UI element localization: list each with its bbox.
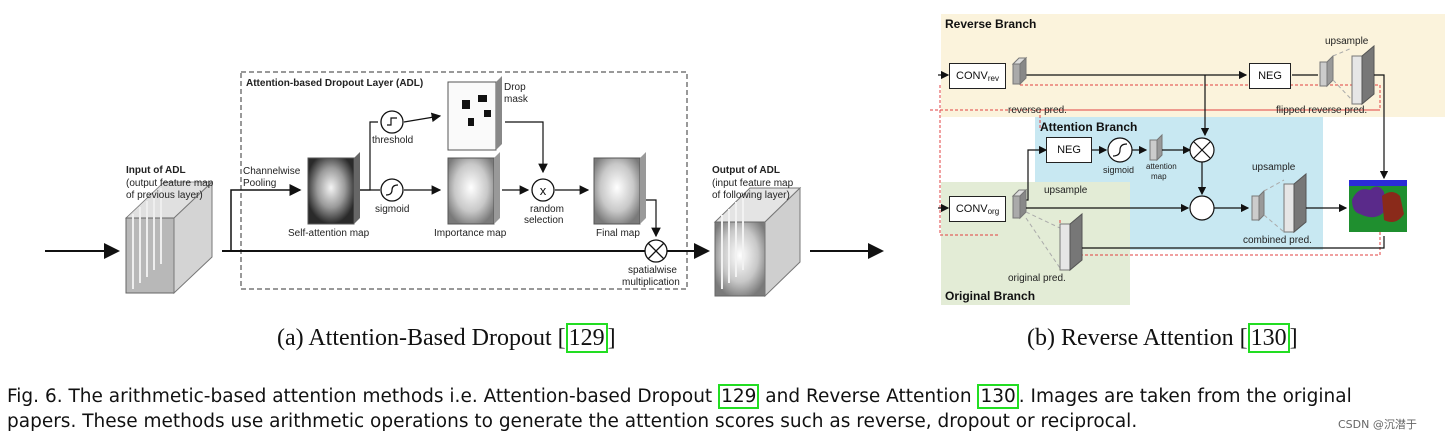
original-branch-title: Original Branch [945, 289, 1036, 303]
multiplication-label: multiplication [622, 277, 680, 288]
reverse-branch-title: Reverse Branch [945, 17, 1037, 31]
threshold-op-icon [380, 110, 404, 134]
add-op-icon [1189, 195, 1215, 221]
figure-a-diagram: x [45, 71, 884, 298]
threshold-label: threshold [372, 135, 414, 146]
sigmoid-b-label: sigmoid [1103, 165, 1135, 175]
neg-mid-box: NEG [1046, 137, 1092, 163]
drop-mask-label-1: Drop [504, 82, 526, 93]
sigmoid-label: sigmoid [375, 204, 410, 215]
upsample-right-label: upsample [1252, 162, 1296, 173]
pooling-label: Pooling [243, 178, 277, 189]
citation-129[interactable]: 129 [718, 384, 760, 409]
channelwise-label: Channelwise [243, 166, 301, 177]
upsample-mid-label: upsample [1044, 185, 1088, 196]
self-attention-map-label: Self-attention map [288, 228, 370, 239]
selection-label: selection [524, 215, 564, 226]
flipped-reverse-pred-label: flipped reverse pred. [1276, 105, 1368, 116]
final-map-image [593, 157, 641, 225]
upsample-top-label: upsample [1325, 36, 1369, 47]
drop-mask-label-2: mask [504, 94, 528, 105]
watermark: CSDN @沉潜于 [1338, 418, 1417, 431]
attention-branch-title: Attention Branch [1040, 120, 1138, 134]
input-desc-2: of previous layer) [126, 190, 203, 201]
svg-text:x: x [540, 183, 547, 198]
pooling-arrow [230, 184, 302, 251]
output-desc-1: (input feature map [712, 178, 794, 189]
neg-top-box: NEG [1249, 63, 1291, 89]
figure-caption-line-1: Fig. 6. The arithmetic-based attention m… [7, 384, 1352, 409]
combined-pred-label: combined pred. [1243, 235, 1312, 246]
attention-map-label-1: attention [1146, 162, 1177, 171]
adl-dashed-box [240, 71, 688, 290]
attention-map-label-2: map [1151, 172, 1167, 181]
original-pred-label: original pred. [1008, 273, 1066, 284]
random-label: random [530, 204, 564, 215]
input-desc-1: (output feature map [126, 178, 214, 189]
figure-b-diagram [930, 44, 1407, 272]
figure-caption-line-2: papers. These methods use arithmetic ope… [7, 411, 1138, 432]
segmentation-output-image [1349, 180, 1407, 232]
subcaption-b: (b) Reverse Attention [130] [1027, 323, 1298, 353]
citation-130-b[interactable]: 130 [1247, 323, 1290, 353]
citation-130[interactable]: 130 [977, 384, 1019, 409]
output-desc-2: of following layer) [712, 190, 790, 201]
importance-map-image [447, 157, 495, 225]
output-feature-stack [713, 186, 802, 298]
importance-map-label: Importance map [434, 228, 507, 239]
random-selection-op-icon [531, 178, 555, 202]
reverse-pred-label: reverse pred. [1008, 105, 1067, 116]
adl-title: Attention-based Dropout Layer (ADL) [246, 78, 424, 89]
input-title: Input of ADL [126, 165, 186, 176]
subcaption-a: (a) Attention-Based Dropout [129] [277, 323, 616, 353]
self-attention-map-image [307, 157, 355, 225]
output-title: Output of ADL [712, 165, 780, 176]
input-feature-stack [124, 180, 214, 295]
spatialwise-label: spatialwise [628, 265, 677, 276]
citation-129-a[interactable]: 129 [565, 323, 608, 353]
final-map-label: Final map [596, 228, 640, 239]
